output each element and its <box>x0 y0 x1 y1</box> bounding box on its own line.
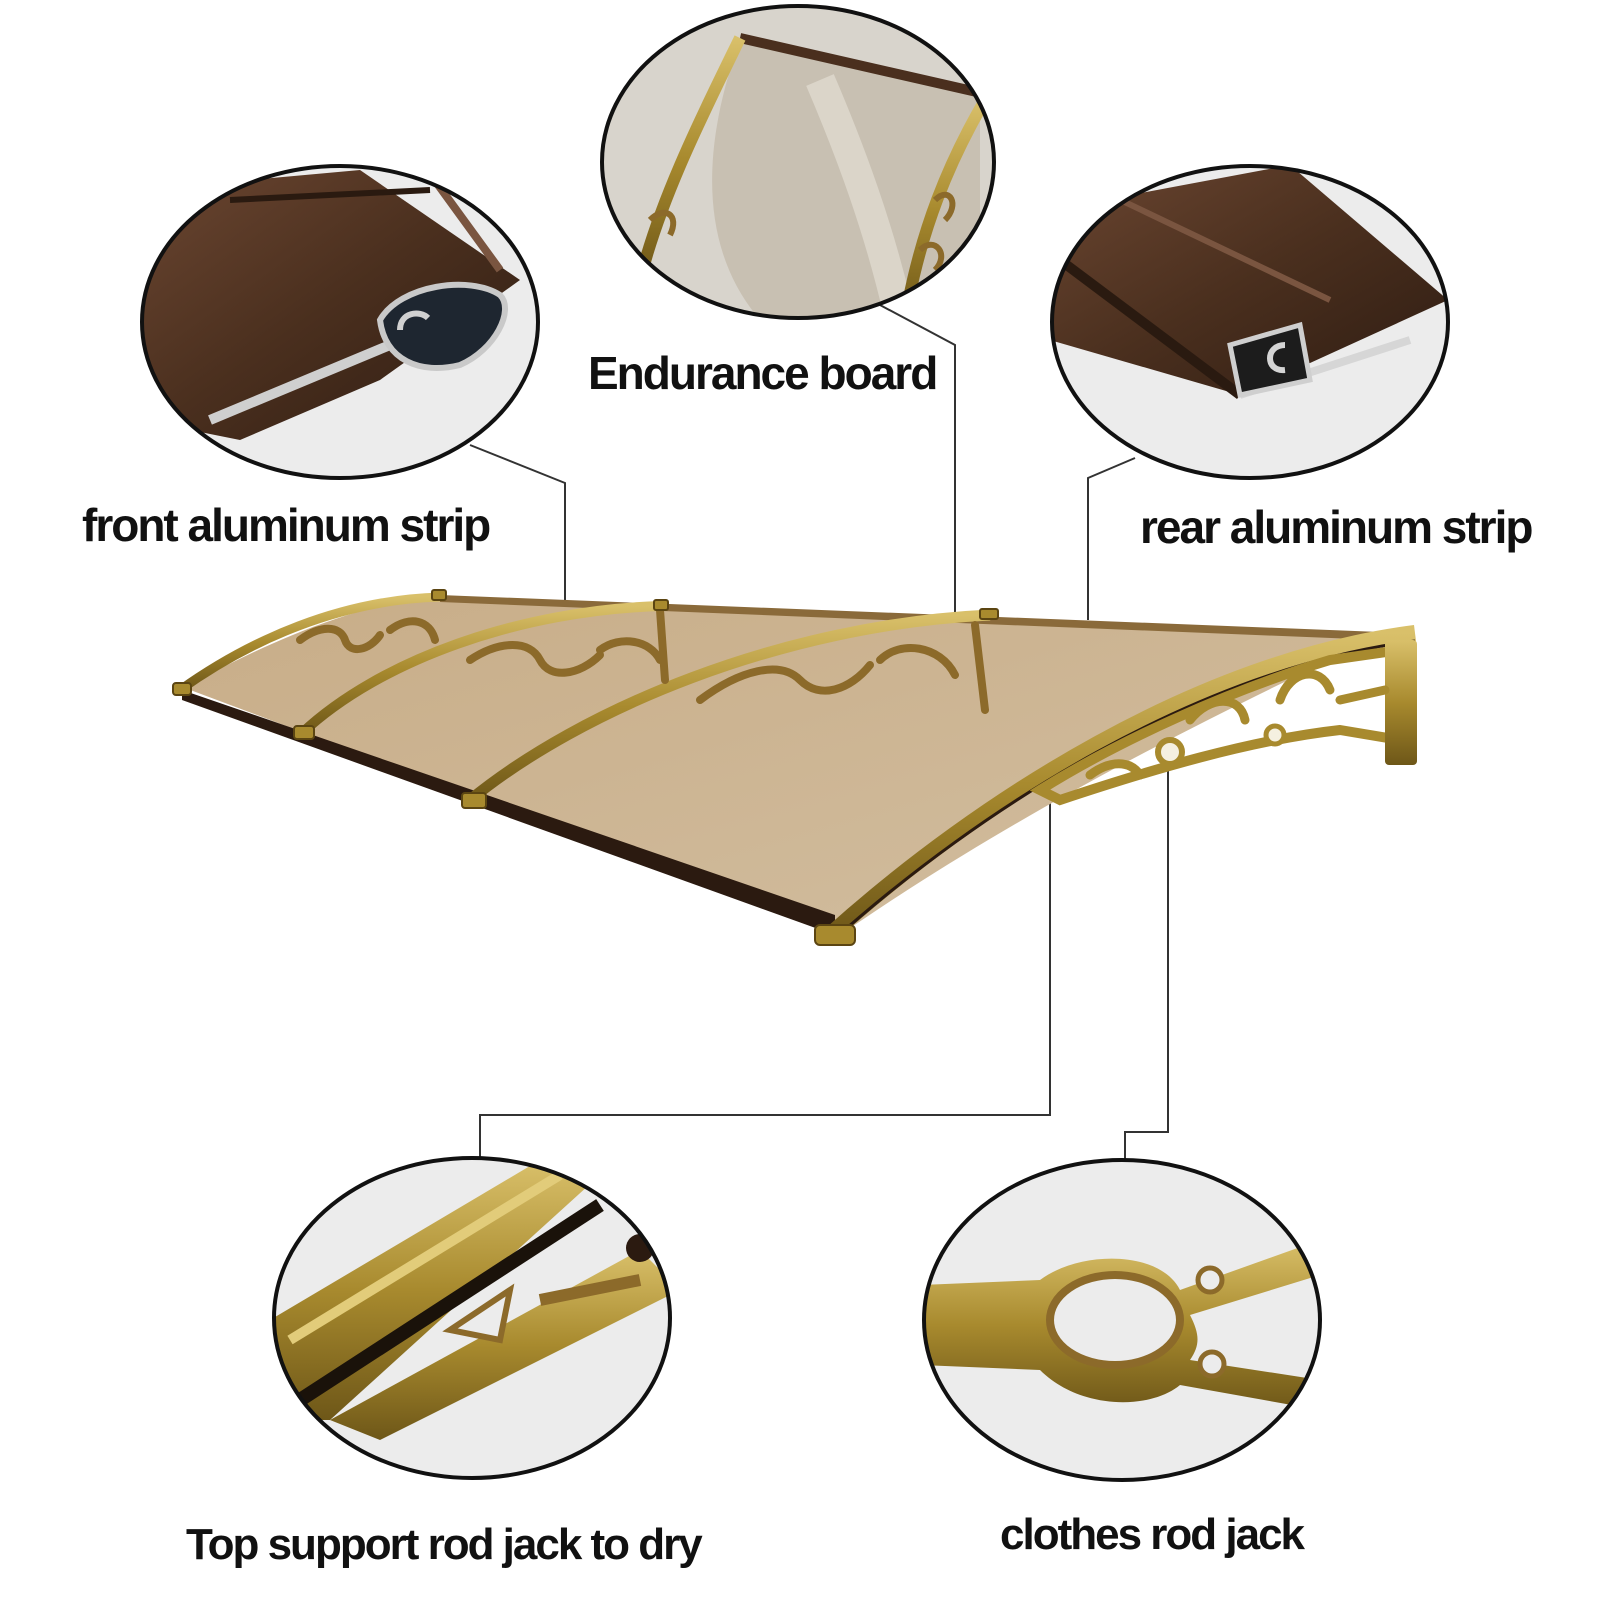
polycarbonate-panel <box>185 597 1380 935</box>
end-caps <box>172 589 999 946</box>
callout-line-rear <box>1087 457 1136 620</box>
label-clothes-rod-jack: clothes rod jack <box>1000 1510 1305 1559</box>
label-front-aluminum-strip: front aluminum strip <box>82 499 491 551</box>
callout-line-board <box>879 304 956 650</box>
callout-line-top <box>479 800 1051 1158</box>
bracket-arc-2 <box>298 601 663 737</box>
detail-front-strip <box>140 164 540 480</box>
label-rear-aluminum-strip: rear aluminum strip <box>1140 501 1533 553</box>
detail-rear-strip <box>1050 164 1450 480</box>
bracket-arc-1 <box>177 592 441 694</box>
awning-main <box>172 589 1417 946</box>
bracket-arc-4 <box>824 625 1417 941</box>
bracket-arc-3 <box>466 609 991 805</box>
detail-clothes-rod <box>922 1158 1322 1482</box>
callout-line-clothes <box>1124 760 1169 1160</box>
detail-endurance-board <box>600 4 996 320</box>
detail-top-support <box>272 1156 672 1480</box>
label-top-support-rod-jack: Top support rod jack to dry <box>186 1520 703 1569</box>
front-aluminum-strip <box>182 690 835 935</box>
label-endurance-board: Endurance board <box>588 347 938 399</box>
